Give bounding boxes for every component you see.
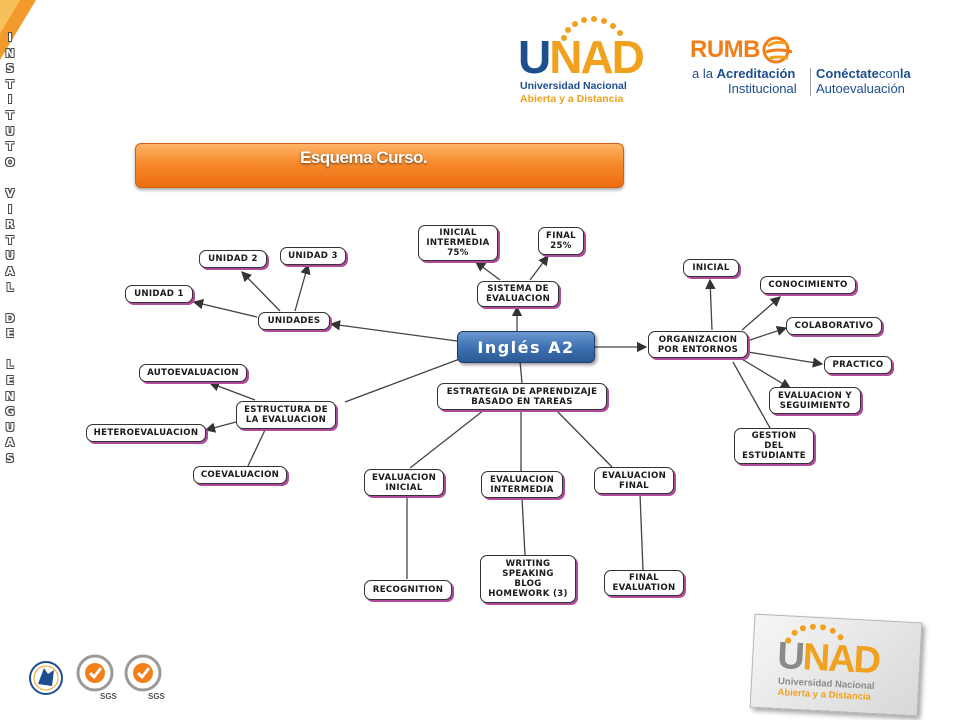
- sgs-seal-icon: [76, 654, 114, 692]
- banner-title: Esquema Curso.: [300, 148, 428, 167]
- vertical-title-letter: T: [6, 233, 14, 247]
- node-final-evaluation: FINAL EVALUATION: [604, 570, 684, 596]
- node-conocimiento: CONOCIMIENTO: [760, 276, 856, 294]
- node-estrategia: ESTRATEGIA DE APRENDIZAJE BASADO EN TARE…: [437, 383, 607, 410]
- vertical-title-letter: A: [5, 264, 15, 278]
- vertical-title-letter: N: [5, 46, 15, 60]
- node-unidades: UNIDADES: [258, 312, 330, 330]
- unad-subtitle: Universidad Nacional Abierta y a Distanc…: [520, 80, 627, 105]
- sgs-seal-icon: [124, 654, 162, 692]
- vertical-title-letter: E: [6, 374, 14, 388]
- vertical-title-letter: N: [5, 389, 15, 403]
- vertical-title-letter: S: [6, 62, 14, 76]
- node-colaborativo: COLABORATIVO: [786, 317, 882, 335]
- corner-decoration: [0, 0, 36, 60]
- vertical-title-letter: L: [6, 280, 14, 294]
- sun-dots-icon: [785, 623, 844, 644]
- vertical-title-letter: E: [6, 327, 14, 341]
- rumbo-line-2: Institucional: [728, 81, 797, 96]
- node-heteroevaluacion: HETEROEVALUACION: [86, 424, 206, 442]
- rumbo-wordmark: RUMB: [690, 36, 761, 63]
- sgs-label: SGS: [100, 692, 117, 701]
- unad-logo: UNAD Universidad Nacional Abierta y a Di…: [518, 14, 645, 106]
- vertical-title-letter: I: [7, 93, 13, 107]
- central-topic: Inglés A2: [457, 331, 595, 363]
- node-sistema-evaluacion: SISTEMA DE EVALUACION: [477, 281, 559, 307]
- rumbo-line-1: a la Acreditación: [692, 66, 796, 81]
- node-practico: PRACTICO: [824, 356, 892, 374]
- node-coevaluacion: COEVALUACION: [193, 466, 287, 484]
- node-unidad-1: UNIDAD 1: [125, 285, 193, 303]
- node-recognition: RECOGNITION: [364, 580, 452, 600]
- vertical-title-letter: I: [7, 202, 13, 216]
- sgs-label: SGS: [148, 692, 165, 701]
- node-estructura-evaluacion: ESTRUCTURA DE LA EVALUACION: [236, 401, 336, 429]
- node-evaluacion-inicial: EVALUACION INICIAL: [364, 469, 444, 496]
- colombia-shield-icon: [29, 661, 63, 695]
- vertical-title-letter: T: [6, 108, 14, 122]
- certification-seals: SGS SGS: [28, 654, 168, 706]
- vertical-title-letter: T: [6, 140, 14, 154]
- node-gestion-estudiante: GESTION DEL ESTUDIANTE: [734, 428, 814, 464]
- vertical-title-letter: T: [6, 77, 14, 91]
- node-evaluacion-final: EVALUACION FINAL: [594, 467, 674, 494]
- node-organizacion-entornos: ORGANIZACION POR ENTORNOS: [648, 331, 748, 358]
- vertical-title-letter: U: [5, 249, 15, 263]
- vertical-title-letter: G: [5, 405, 15, 419]
- node-inicial: INICIAL: [683, 259, 739, 277]
- unad-footer-wordmark: UNAD: [776, 634, 881, 683]
- node-writing-speaking: WRITING SPEAKING BLOG HOMEWORK (3): [480, 555, 576, 603]
- unad-logo-footer: UNAD Universidad Nacional Abierta y a Di…: [749, 613, 923, 717]
- node-unidad-2: UNIDAD 2: [199, 250, 267, 268]
- title-banner: [135, 143, 624, 188]
- node-unidad-3: UNIDAD 3: [280, 247, 346, 265]
- node-inicial-intermedia: INICIAL INTERMEDIA 75%: [418, 225, 498, 261]
- vertical-title-letter: D: [5, 311, 15, 325]
- node-evaluacion-seguimiento: EVALUACION Y SEGUIMIENTO: [769, 387, 861, 414]
- sun-dots-icon: [561, 16, 623, 41]
- globe-icon: [762, 36, 793, 64]
- vertical-title-letter: I: [7, 31, 13, 44]
- unad-wordmark: UNAD: [518, 31, 645, 83]
- vertical-title-letter: U: [5, 420, 15, 434]
- vertical-title-letter: V: [5, 186, 15, 200]
- vertical-title-letter: A: [5, 436, 15, 450]
- vertical-title-letter: R: [5, 218, 15, 232]
- rumbo-conectate: Conéctateconla: [816, 66, 911, 81]
- node-final-25: FINAL 25%: [538, 227, 584, 255]
- unad-footer-subtitle: Universidad Nacional Abierta y a Distanc…: [777, 675, 875, 703]
- rumbo-separator: [810, 68, 811, 96]
- node-autoevaluacion: AUTOEVALUACION: [139, 364, 247, 382]
- vertical-title-letter: U: [5, 124, 15, 138]
- vertical-title-letter: O: [5, 155, 15, 169]
- rumbo-logo: RUMB a la Acreditación Institucional Con…: [690, 36, 930, 100]
- vertical-title-letter: L: [6, 358, 14, 372]
- node-evaluacion-intermedia: EVALUACION INTERMEDIA: [481, 471, 563, 498]
- vertical-title-letter: S: [6, 452, 14, 466]
- rumbo-autoevaluacion: Autoevaluación: [816, 81, 905, 96]
